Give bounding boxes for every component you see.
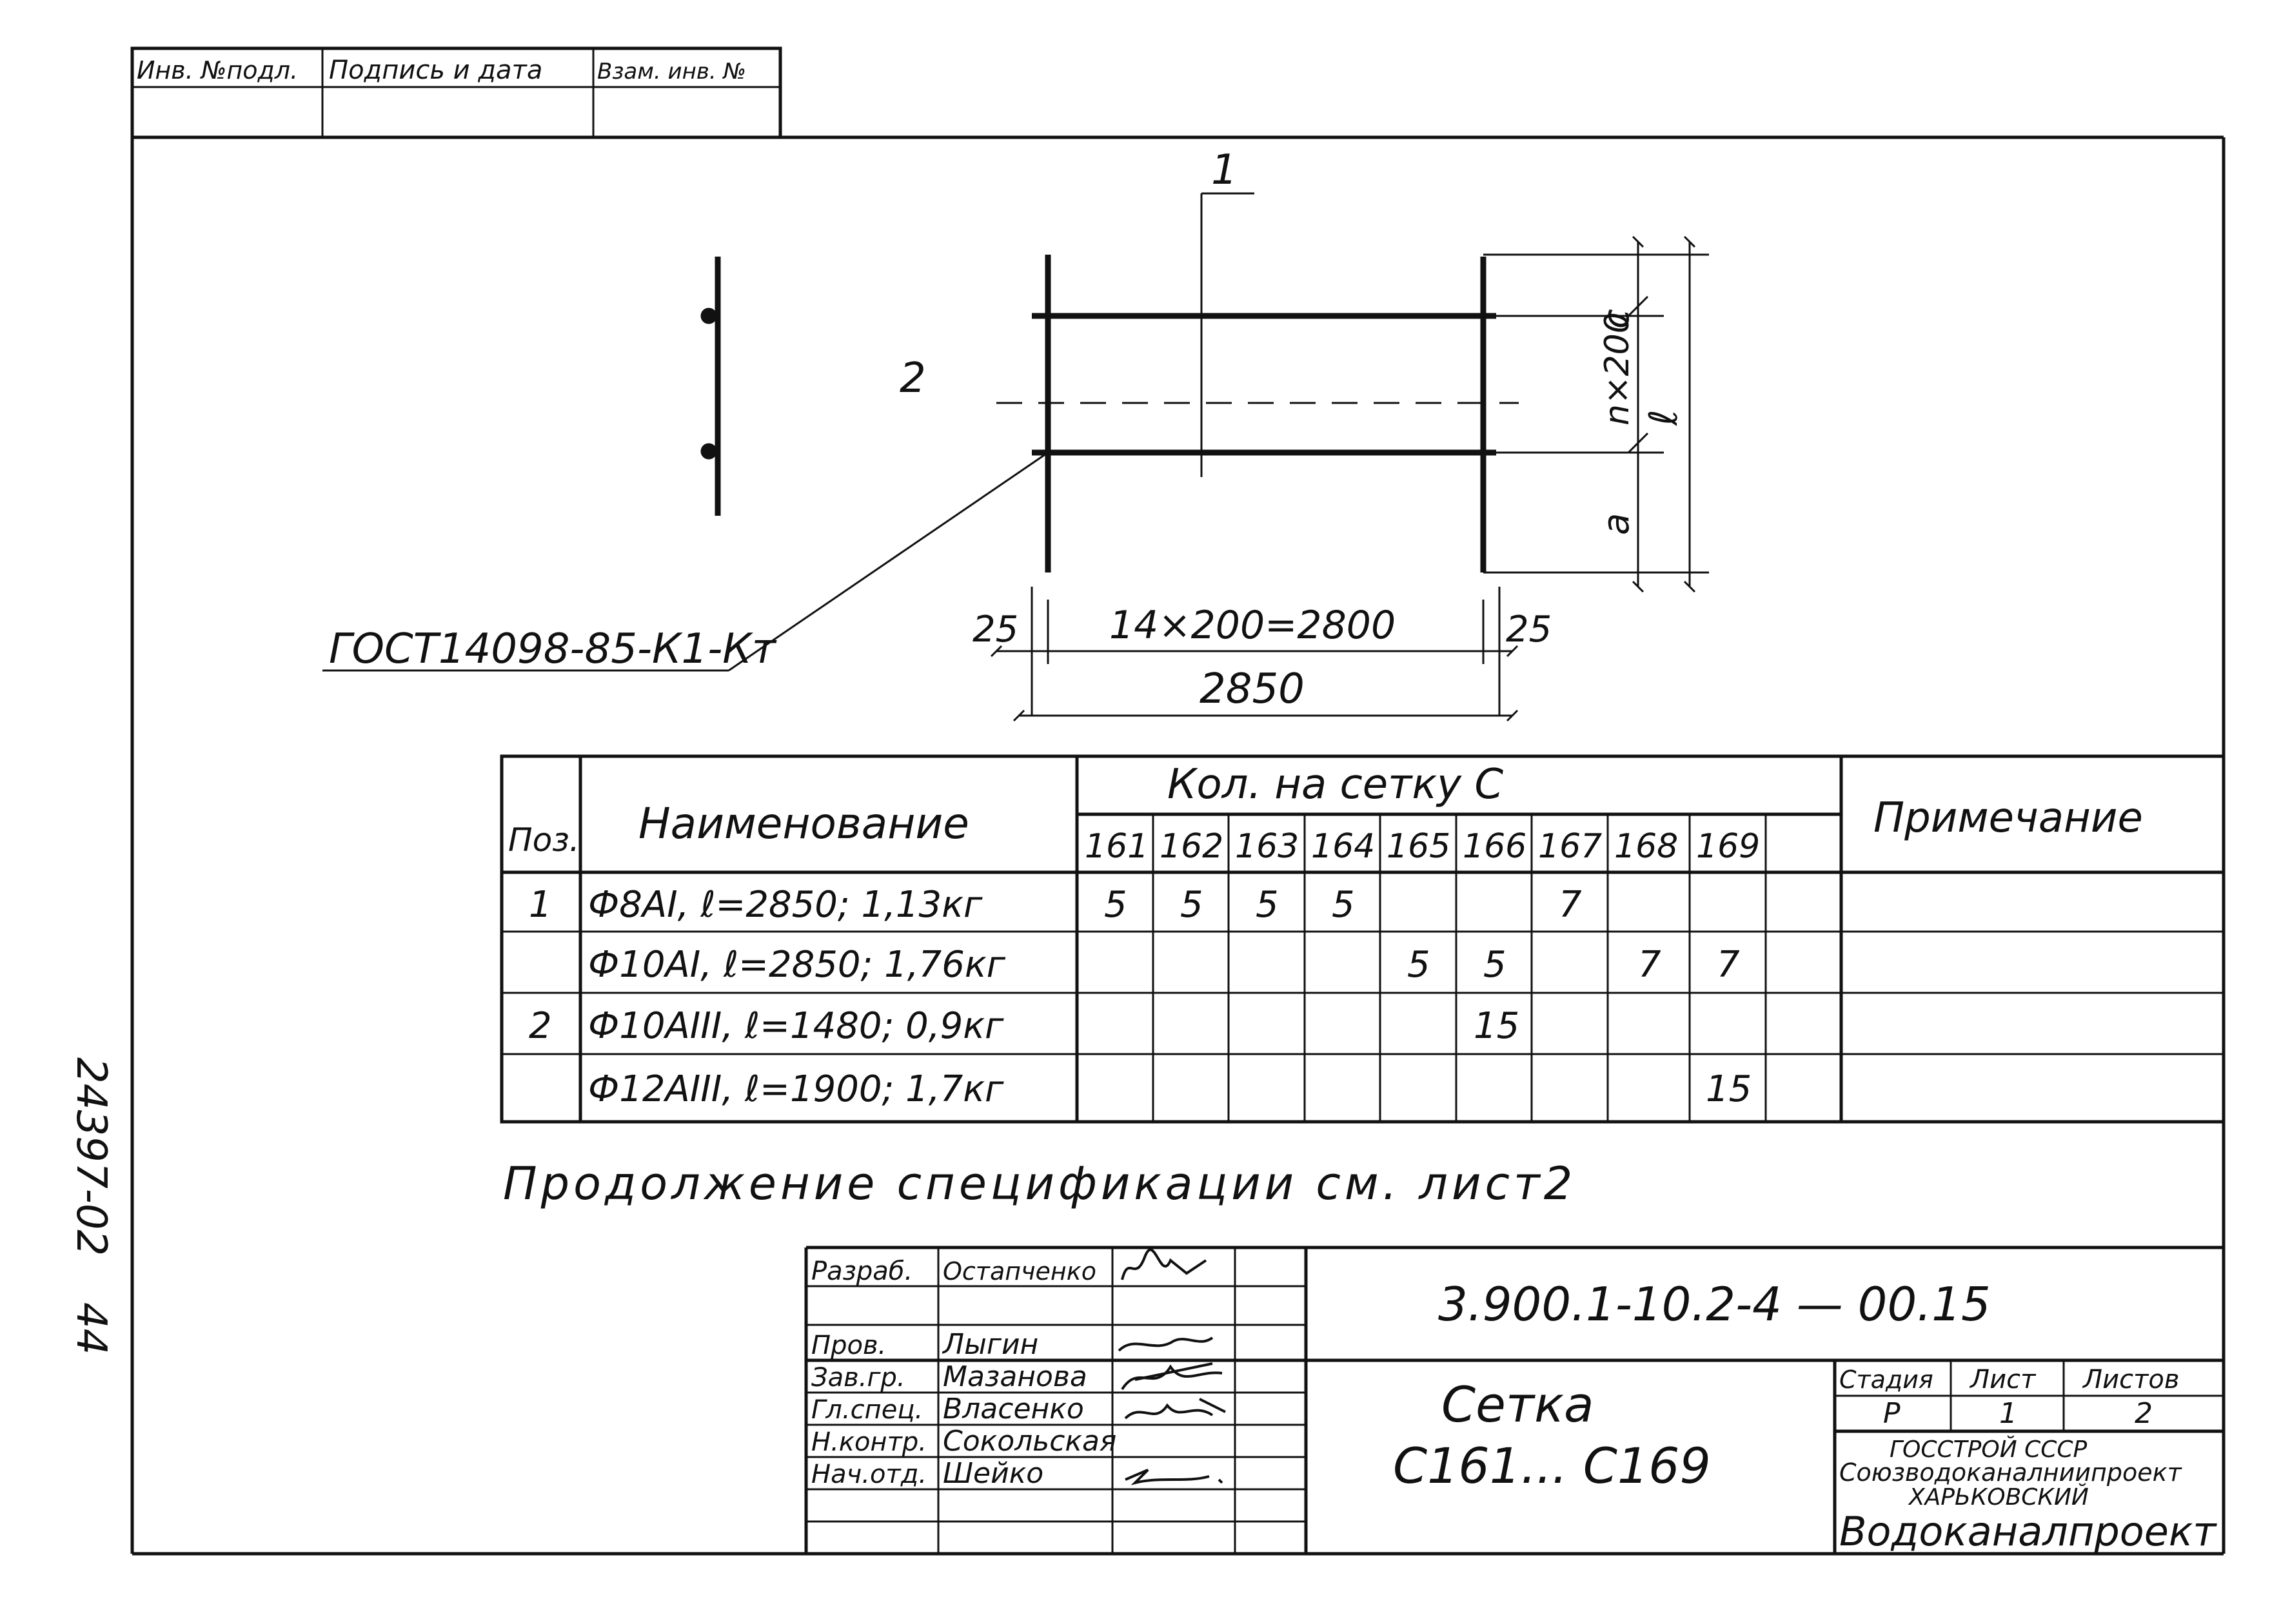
side-view — [700, 257, 721, 516]
stamp-inv-podl: Инв. №подл. — [137, 56, 298, 84]
stamp-podpis-data: Подпись и дата — [329, 55, 542, 85]
dim-l: ℓ — [1641, 409, 1686, 426]
sheets-value: 2 — [2135, 1397, 2153, 1430]
title-block-grid — [804, 1246, 2224, 1554]
row-name: Ф10АIII, ℓ=1480; 0,9кг — [588, 1005, 1004, 1047]
sheets-label: Листов — [2082, 1365, 2179, 1394]
role-label: Нач.отд. — [811, 1460, 927, 1489]
stage-value: Р — [1883, 1397, 1901, 1430]
signature-ostapchenko — [1121, 1248, 1207, 1280]
row-name: Ф10АI, ℓ=2850; 1,76кг — [588, 944, 1006, 986]
qty-cell: 5 — [1332, 884, 1355, 926]
header-pos: Поз. — [508, 821, 580, 859]
spec-table-grid — [500, 754, 2226, 1124]
mesh-column-headers: 161 162 163 164 165 166 167 168 169 — [1085, 827, 1760, 866]
table-row: 2 Ф10АIII, ℓ=1480; 0,9кг 15 — [529, 1005, 1519, 1047]
qty-cell: 7 — [1559, 884, 1582, 926]
org-line2: Союзводоканалниипроект — [1839, 1458, 2183, 1487]
side-archive-label: 24397-02 44 — [67, 1057, 115, 1355]
title-block-roles: Разраб. Остапченко Пров. Лыгин Зав.гр. М… — [811, 1257, 1116, 1490]
dim-c: c — [1595, 309, 1637, 329]
person-name: Лыгин — [942, 1328, 1038, 1361]
signatures — [1118, 1248, 1226, 1485]
signature-lygin — [1118, 1336, 1214, 1352]
qty-cell: 7 — [1717, 944, 1740, 986]
sheet-value: 1 — [1999, 1397, 2017, 1430]
qty-cell: 15 — [1706, 1068, 1752, 1110]
role-label: Пров. — [811, 1331, 886, 1360]
dim-right-25: 25 — [1506, 609, 1552, 651]
qty-cell: 5 — [1104, 884, 1127, 926]
mesh-col-header: 166 — [1463, 827, 1526, 866]
signature-mazanova — [1121, 1362, 1223, 1391]
org-line4: Водоканалпроект — [1839, 1508, 2217, 1555]
header-name: Наименование — [638, 799, 969, 848]
section-marker-1: 1 — [1211, 146, 1238, 194]
person-name: Мазанова — [943, 1360, 1087, 1393]
mesh-col-header: 162 — [1160, 827, 1223, 866]
document-code: 3.900.1-10.2-4 — 00.15 — [1438, 1277, 1991, 1331]
header-qty-group: Кол. на сетку С — [1167, 761, 1503, 808]
table-row: Ф10АI, ℓ=2850; 1,76кг 5 5 7 7 — [588, 944, 1740, 986]
drawing-title-line2: С161... С169 — [1393, 1437, 1711, 1494]
row-pos: 1 — [529, 884, 552, 926]
mesh-plan-view — [322, 192, 1709, 722]
drawing-title-line1: Сетка — [1441, 1376, 1594, 1433]
row-name: Ф12АIII, ℓ=1900; 1,7кг — [588, 1068, 1004, 1110]
dim-span: 14×200=2800 — [1109, 603, 1396, 648]
role-label: Н.контр. — [811, 1427, 927, 1457]
dim-total: 2850 — [1200, 665, 1305, 713]
qty-cell: 5 — [1407, 944, 1430, 986]
mesh-col-header: 167 — [1538, 827, 1602, 866]
qty-cell: 5 — [1180, 884, 1203, 926]
person-name: Остапченко — [943, 1257, 1096, 1286]
person-name: Власенко — [943, 1393, 1084, 1425]
sheet-label: Лист — [1969, 1365, 2037, 1394]
org-line1: ГОССТРОЙ СССР — [1890, 1436, 2087, 1463]
role-label: Зав.гр. — [811, 1363, 905, 1393]
role-label: Гл.спец. — [811, 1395, 923, 1425]
signature-sheyko — [1125, 1469, 1223, 1485]
qty-cell: 5 — [1483, 944, 1506, 986]
table-row: Ф12АIII, ℓ=1900; 1,7кг 15 — [588, 1068, 1752, 1110]
mesh-col-header: 163 — [1235, 827, 1299, 866]
qty-cell: 7 — [1638, 944, 1661, 986]
mesh-col-header: 165 — [1387, 827, 1450, 866]
person-name: Сокольская — [943, 1425, 1116, 1458]
mesh-col-header: 164 — [1311, 827, 1375, 866]
dim-left-25: 25 — [973, 609, 1018, 651]
stamp-vzam-inv: Взам. инв. № — [597, 59, 746, 84]
org-line3: ХАРЬКОВСКИЙ — [1908, 1483, 2089, 1511]
weld-note: ГОСТ14098-85-К1-Кт — [329, 625, 777, 673]
archive-number: 24397-02 — [67, 1057, 115, 1256]
stage-label: Стадия — [1839, 1365, 1933, 1394]
mesh-col-header: 161 — [1085, 827, 1149, 866]
qty-cell: 5 — [1256, 884, 1279, 926]
archive-sheet: 44 — [67, 1302, 115, 1355]
row-pos: 2 — [529, 1005, 552, 1047]
role-label: Разраб. — [811, 1257, 913, 1286]
qty-cell: 15 — [1474, 1005, 1519, 1047]
header-note: Примечание — [1873, 794, 2143, 842]
mesh-col-header: 169 — [1696, 827, 1760, 866]
position-marker-2: 2 — [900, 355, 926, 402]
dim-n200: n×200 — [1598, 312, 1637, 426]
sheet-frame — [130, 135, 2226, 1556]
table-row: 1 Ф8АI, ℓ=2850; 1,13кг 5 5 5 5 7 — [529, 884, 1582, 926]
person-name: Шейко — [943, 1457, 1043, 1490]
continuation-note: Продолжение спецификации см. лист2 — [503, 1157, 1576, 1210]
row-name: Ф8АI, ℓ=2850; 1,13кг — [588, 884, 983, 926]
dim-a: a — [1595, 513, 1637, 535]
signature-vlasenko — [1124, 1398, 1226, 1420]
mesh-col-header: 168 — [1614, 827, 1678, 866]
